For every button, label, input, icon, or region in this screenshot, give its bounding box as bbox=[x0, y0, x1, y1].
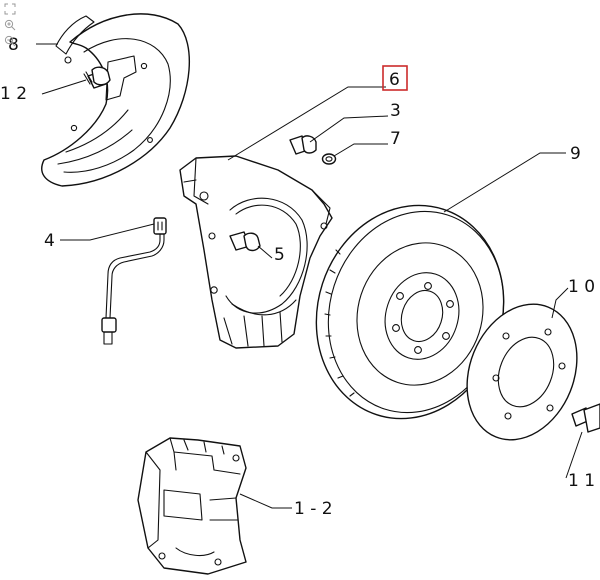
stud-bolt-part-11[interactable] bbox=[571, 403, 600, 433]
leader-lines bbox=[36, 43, 583, 509]
dust-shield-part[interactable] bbox=[41, 13, 190, 187]
bolt-part-5[interactable] bbox=[229, 231, 261, 252]
leader-3 bbox=[309, 115, 389, 143]
callout-6[interactable]: 6 bbox=[389, 70, 400, 90]
zoom-in-button[interactable] bbox=[2, 18, 18, 32]
leader-12 bbox=[41, 79, 87, 95]
brake-caliper-part[interactable] bbox=[137, 437, 247, 575]
washer-part-7[interactable] bbox=[321, 153, 337, 165]
callout-5[interactable]: 5 bbox=[274, 245, 285, 265]
leader-1-2 bbox=[239, 493, 292, 509]
leader-4 bbox=[60, 223, 155, 241]
brake-disc-part[interactable] bbox=[289, 181, 531, 443]
zoom-in-icon bbox=[4, 19, 16, 31]
fit-page-button[interactable] bbox=[2, 2, 18, 16]
callout-3[interactable]: 3 bbox=[390, 101, 401, 121]
screw-part-12[interactable] bbox=[83, 66, 111, 89]
zoom-out-icon bbox=[4, 35, 16, 47]
bolt-part-3[interactable] bbox=[289, 135, 317, 155]
viewer-toolbar bbox=[2, 2, 20, 48]
callout-11[interactable]: 1 1 bbox=[568, 471, 595, 491]
leader-7 bbox=[333, 143, 388, 157]
callout-12[interactable]: 1 2 bbox=[0, 84, 27, 104]
wear-sensor-part[interactable] bbox=[101, 217, 167, 345]
brake-bracket-part[interactable] bbox=[179, 155, 333, 349]
leader-6 bbox=[227, 86, 386, 161]
fit-page-icon bbox=[4, 3, 16, 15]
leader-10 bbox=[551, 287, 569, 319]
callout-9[interactable]: 9 bbox=[570, 144, 581, 164]
leader-11 bbox=[565, 431, 583, 479]
zoom-out-button[interactable] bbox=[2, 34, 18, 48]
flange-ring-part-10[interactable] bbox=[448, 288, 597, 457]
highlight-box bbox=[382, 65, 408, 91]
callout-4[interactable]: 4 bbox=[44, 231, 55, 251]
callout-7[interactable]: 7 bbox=[390, 129, 401, 149]
callout-10[interactable]: 1 0 bbox=[568, 277, 595, 297]
callout-1-2[interactable]: 1 - 2 bbox=[294, 499, 333, 519]
leader-9 bbox=[443, 152, 566, 213]
leader-5 bbox=[257, 245, 273, 259]
